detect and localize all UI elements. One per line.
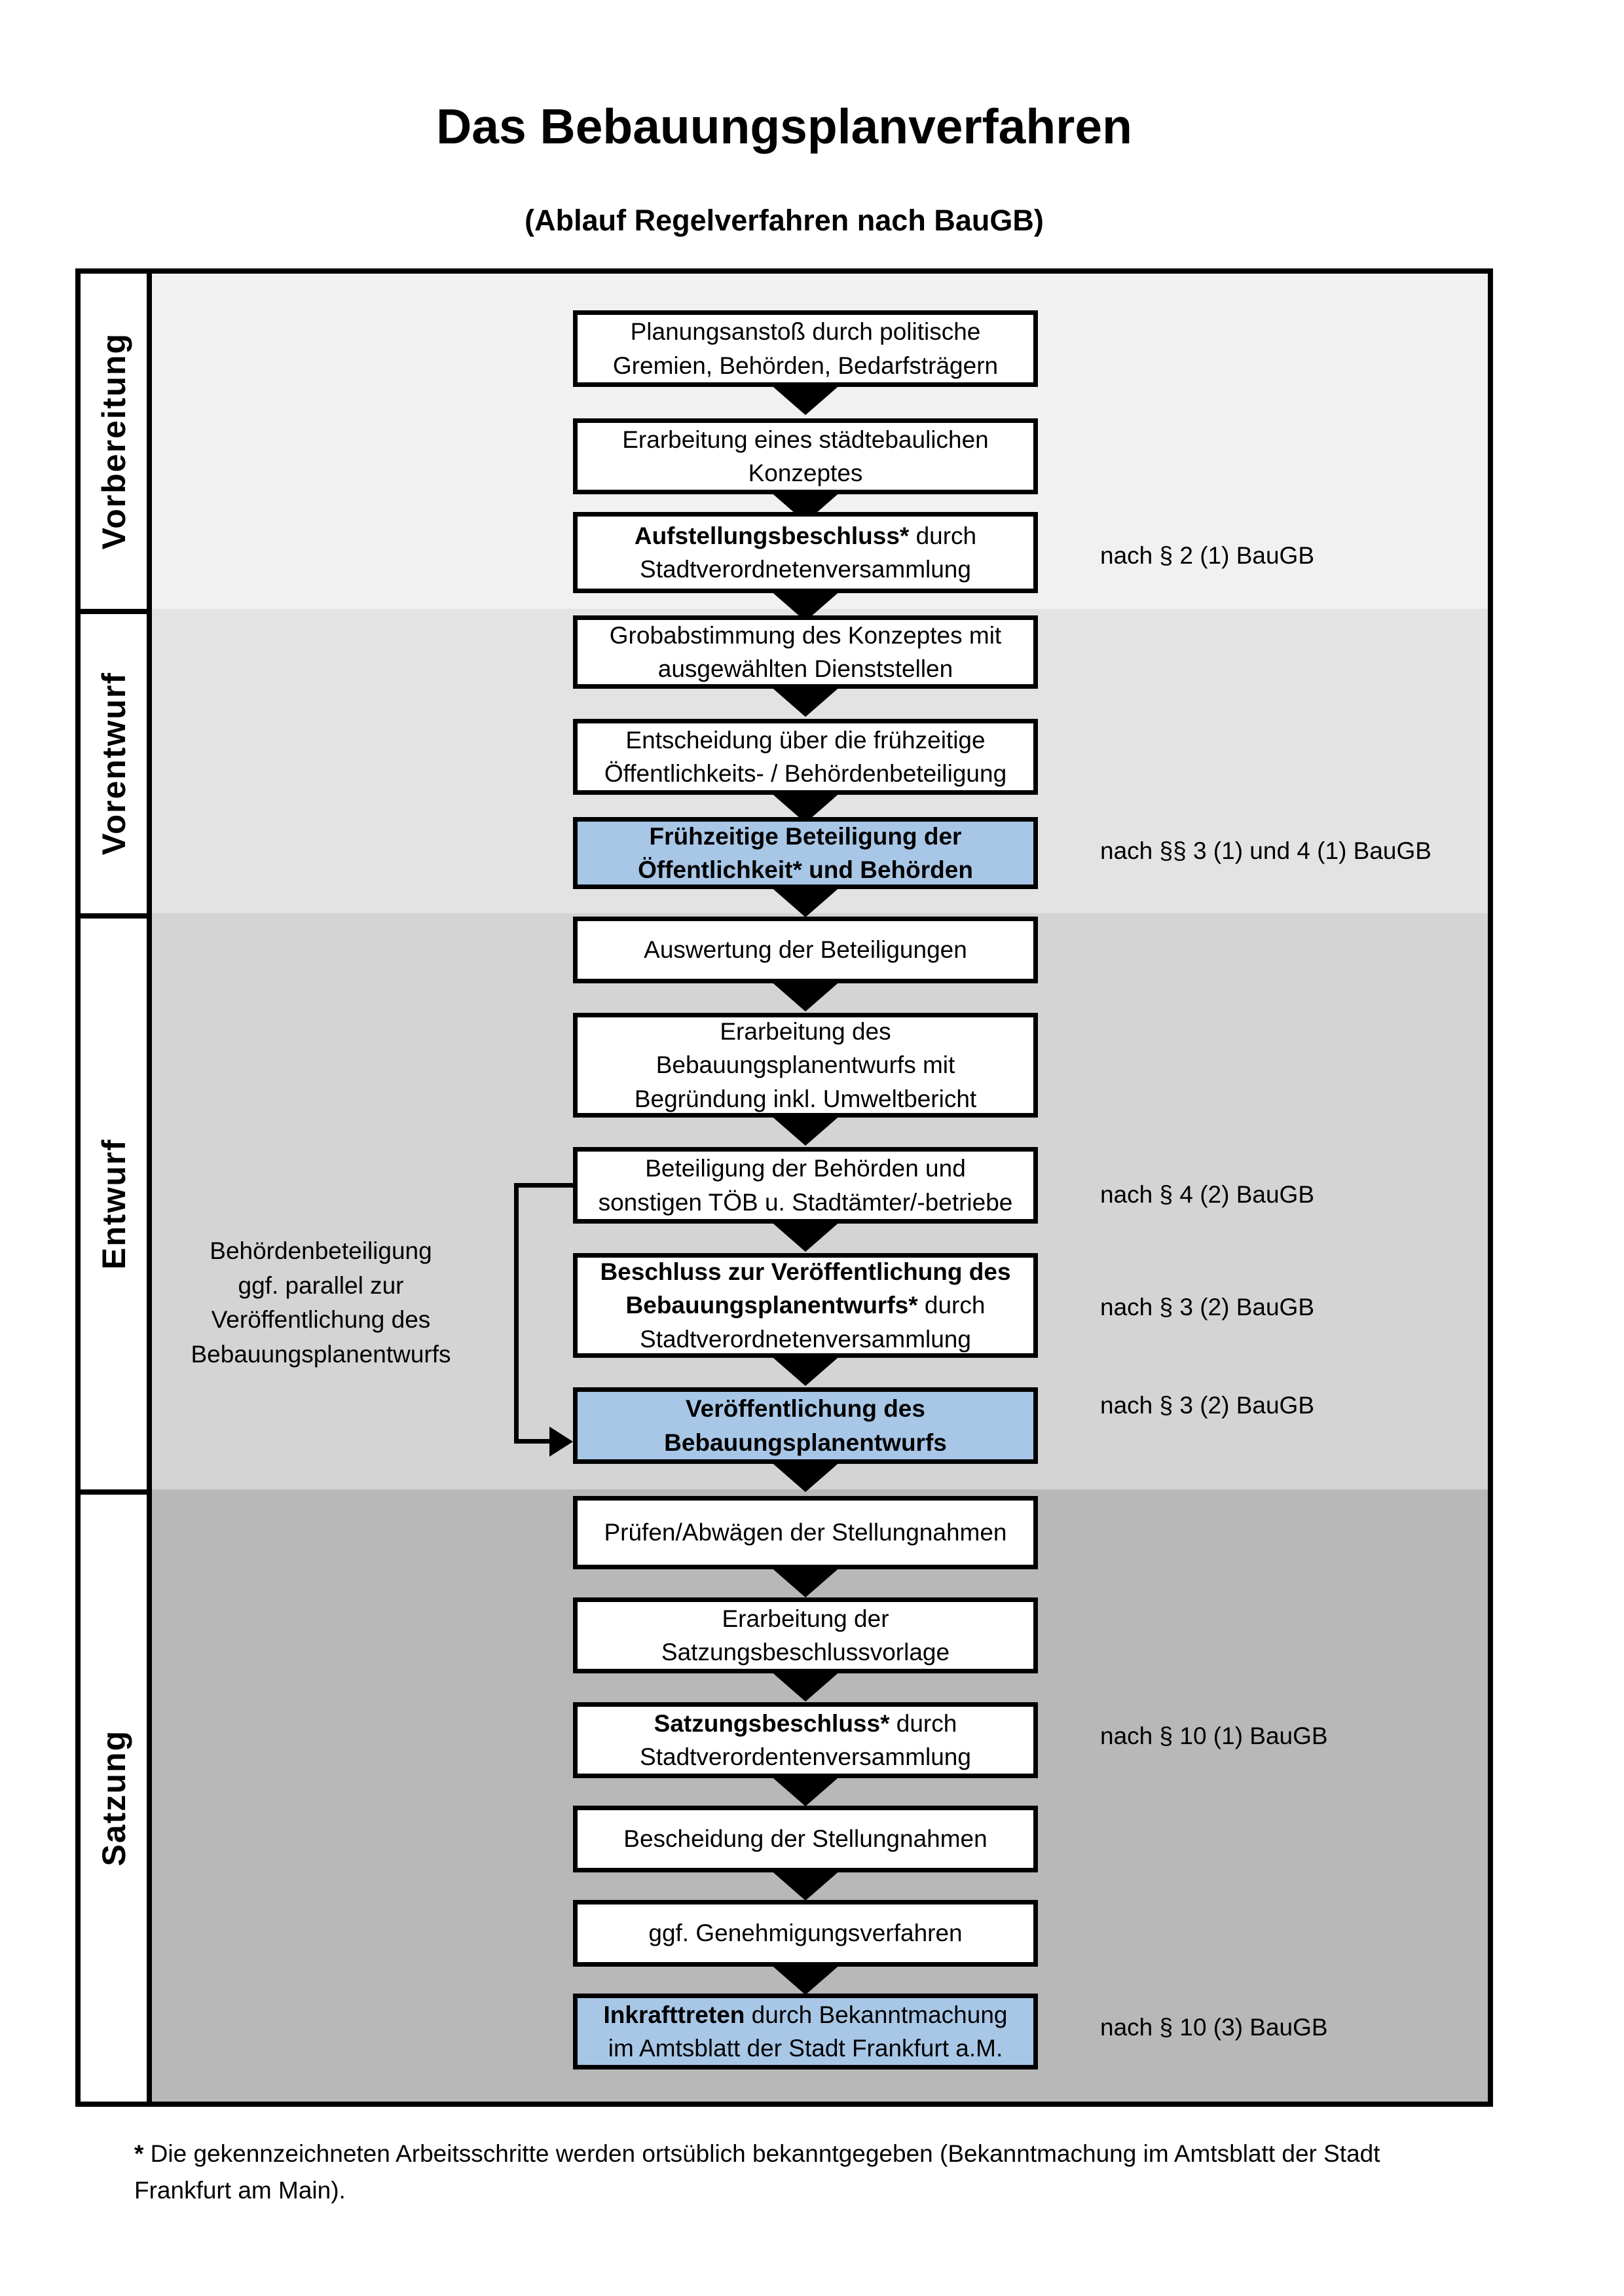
- step-box-veroeffentlichung: Veröffentlichung des Bebauungsplanentwur…: [573, 1387, 1038, 1464]
- step-box-aufstellungsbeschluss: Aufstellungsbeschluss* durch Stadtverord…: [573, 512, 1038, 593]
- step-box-auswertung: Auswertung der Beteiligungen: [573, 917, 1038, 983]
- law-ref-aufstellung: nach § 2 (1) BauGB: [1100, 542, 1315, 569]
- law-ref-behoerden: nach § 4 (2) BauGB: [1100, 1181, 1315, 1208]
- footnote-text: Die gekennzeichneten Arbeitsschritte wer…: [134, 2140, 1380, 2204]
- law-ref-beschluss: nach § 3 (2) BauGB: [1100, 1294, 1315, 1321]
- phase-cell-vorentwurf: Vorentwurf: [75, 609, 152, 919]
- step-box-planungsanstoss: Planungsanstoß durch politische Gremien,…: [573, 310, 1038, 387]
- title-block: Das Bebauungsplanverfahren (Ablauf Regel…: [75, 98, 1493, 238]
- phase-label-vorentwurf: Vorentwurf: [95, 672, 132, 856]
- step-box-grobabstimmung: Grobabstimmung des Konzeptes mit ausgewä…: [573, 615, 1038, 689]
- footnote: * Die gekennzeichneten Arbeitsschritte w…: [134, 2136, 1522, 2208]
- step-box-staedtebauliches-konzept: Erarbeitung eines städtebaulichen Konzep…: [573, 418, 1038, 494]
- law-ref-veroeffentlichung: nach § 3 (2) BauGB: [1100, 1392, 1315, 1419]
- flow-arrow-down-icon: [769, 685, 841, 717]
- step-box-behoerdenbeteiligung: Beteiligung der Behörden und sonstigen T…: [573, 1147, 1038, 1224]
- step-text: Inkrafttreten durch Bekanntmachung im Am…: [603, 2001, 1008, 2062]
- step-text: Entscheidung über die frühzeitige Öffent…: [604, 726, 1007, 787]
- page-title: Das Bebauungsplanverfahren: [436, 99, 1132, 154]
- flow-arrow-down-icon: [769, 1355, 841, 1386]
- flow-arrow-down-icon: [769, 1114, 841, 1146]
- phase-cell-entwurf: Entwurf: [75, 913, 152, 1495]
- connector-line-top: [514, 1183, 573, 1188]
- arrow-right-icon: [549, 1427, 573, 1457]
- step-text: Beschluss zur Veröffentlichung des Bebau…: [600, 1258, 1011, 1353]
- step-text: ggf. Genehmigungsverfahren: [648, 1920, 963, 1947]
- phase-label-satzung: Satzung: [95, 1730, 132, 1867]
- step-text: Erarbeitung der Satzungsbeschlussvorlage: [661, 1605, 950, 1666]
- step-box-beschluss-veroeffentlichung: Beschluss zur Veröffentlichung des Bebau…: [573, 1253, 1038, 1358]
- step-text: Erarbeitung eines städtebaulichen Konzep…: [622, 426, 989, 486]
- step-text: Prüfen/Abwägen der Stellungnahmen: [604, 1519, 1007, 1546]
- flow-arrow-down-icon: [769, 1220, 841, 1252]
- side-note-parallel-beteiligung: Behördenbeteiligung ggf. parallel zur Ve…: [191, 1237, 451, 1368]
- step-box-genehmigungsverfahren: ggf. Genehmigungsverfahren: [573, 1900, 1038, 1967]
- step-box-erarbeitung-entwurf: Erarbeitung des Bebauungsplanentwurfs mi…: [573, 1013, 1038, 1118]
- step-box-inkrafttreten: Inkrafttreten durch Bekanntmachung im Am…: [573, 1994, 1038, 2069]
- phase-label-entwurf: Entwurf: [95, 1138, 132, 1270]
- law-ref-inkrafttreten: nach § 10 (3) BauGB: [1100, 2014, 1328, 2041]
- step-box-pruefen-abwaegen: Prüfen/Abwägen der Stellungnahmen: [573, 1496, 1038, 1569]
- step-box-satzungsbeschluss: Satzungsbeschluss* durch Stadtverordente…: [573, 1702, 1038, 1778]
- step-text: Frühzeitige Beteiligung der Öffentlichke…: [638, 822, 973, 883]
- flow-arrow-down-icon: [769, 886, 841, 917]
- step-text: Aufstellungsbeschluss* durch Stadtverord…: [634, 522, 977, 583]
- step-text: Erarbeitung des Bebauungsplanentwurfs mi…: [634, 1018, 977, 1112]
- flow-arrow-down-icon: [769, 1566, 841, 1597]
- phase-cell-satzung: Satzung: [75, 1489, 152, 2107]
- step-box-satzungsbeschlussvorlage: Erarbeitung der Satzungsbeschlussvorlage: [573, 1597, 1038, 1673]
- page-subtitle: (Ablauf Regelverfahren nach BauGB): [525, 204, 1044, 237]
- step-text: Beteiligung der Behörden und sonstigen T…: [598, 1155, 1013, 1216]
- phase-cell-vorbereitung: Vorbereitung: [75, 268, 152, 614]
- flow-arrow-down-icon: [769, 980, 841, 1011]
- step-text: Auswertung der Beteiligungen: [644, 936, 967, 964]
- flow-arrow-down-icon: [769, 1461, 841, 1492]
- flow-arrow-down-icon: [769, 1670, 841, 1702]
- law-ref-satzungsbeschluss: nach § 10 (1) BauGB: [1100, 1722, 1328, 1749]
- flow-arrow-down-icon: [769, 1963, 841, 1995]
- flow-arrow-down-icon: [769, 384, 841, 415]
- step-text: Veröffentlichung des Bebauungsplanentwur…: [664, 1395, 947, 1456]
- step-box-entscheidung-beteiligung: Entscheidung über die frühzeitige Öffent…: [573, 719, 1038, 795]
- law-ref-fruehzeitig: nach §§ 3 (1) und 4 (1) BauGB: [1100, 837, 1431, 864]
- step-text: Satzungsbeschluss* durch Stadtverordente…: [640, 1709, 971, 1770]
- flow-arrow-down-icon: [769, 1869, 841, 1901]
- step-text: Bescheidung der Stellungnahmen: [623, 1825, 987, 1853]
- step-box-fruehzeitige-beteiligung: Frühzeitige Beteiligung der Öffentlichke…: [573, 817, 1038, 889]
- connector-line-vertical: [514, 1183, 519, 1444]
- step-text: Grobabstimmung des Konzeptes mit ausgewä…: [609, 621, 1002, 682]
- step-box-bescheidung: Bescheidung der Stellungnahmen: [573, 1806, 1038, 1872]
- connector-line-bottom: [514, 1439, 550, 1444]
- flow-arrow-down-icon: [769, 1775, 841, 1806]
- footnote-asterisk: *: [134, 2140, 144, 2167]
- phase-label-vorbereitung: Vorbereitung: [95, 333, 132, 550]
- step-text: Planungsanstoß durch politische Gremien,…: [612, 318, 999, 379]
